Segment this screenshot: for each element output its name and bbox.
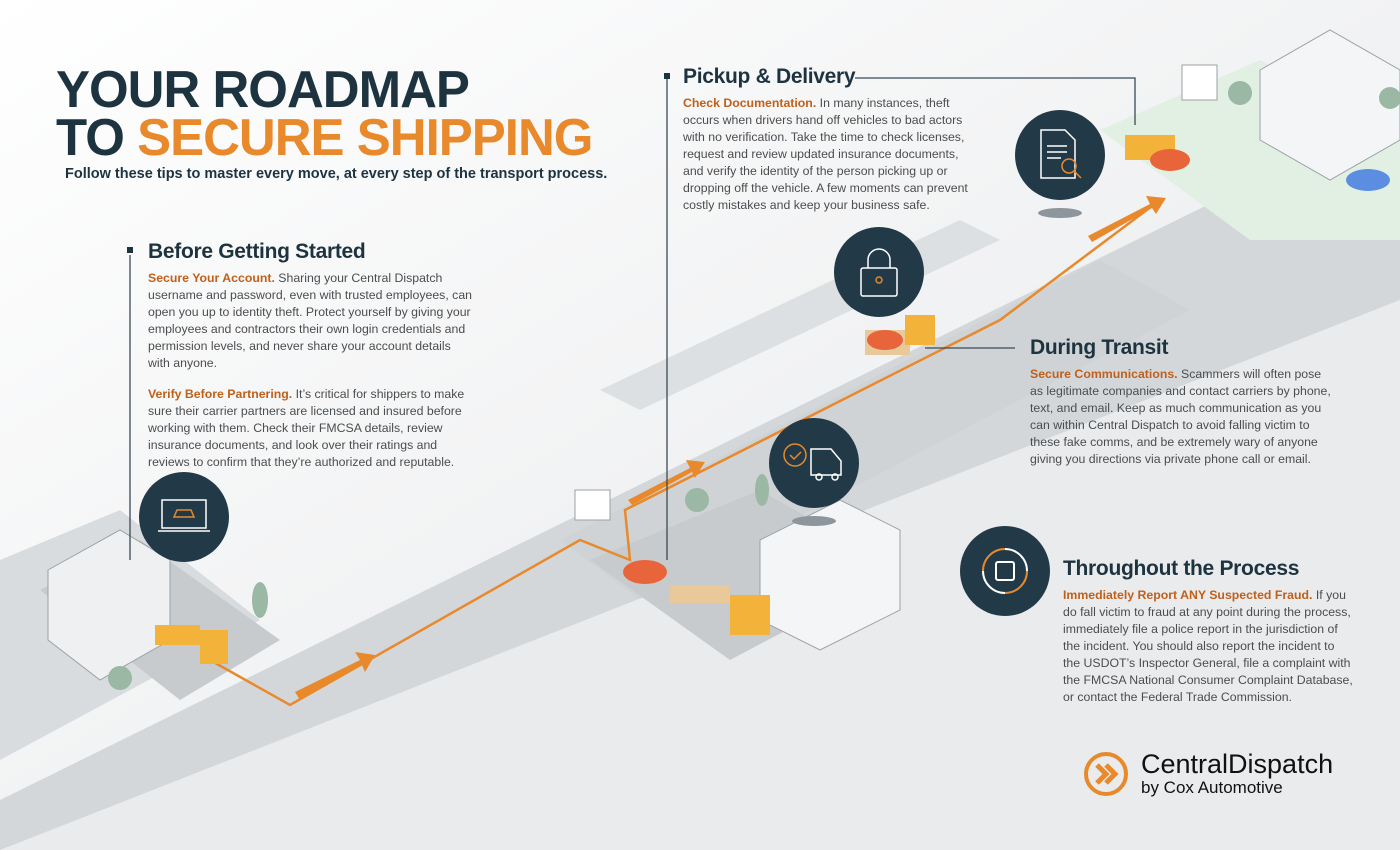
chevron-logo-icon	[1084, 752, 1128, 796]
bullet-marker	[127, 247, 133, 253]
route-line	[209, 199, 1161, 707]
truck-icon	[155, 625, 228, 664]
section-during-transit: During Transit Secure Communications. Sc…	[1030, 336, 1335, 482]
billboard	[1181, 64, 1218, 101]
section-heading: Before Getting Started	[148, 240, 366, 263]
bullet-marker	[664, 73, 670, 79]
logo-name: CentralDispatch	[1141, 749, 1334, 779]
car-icon	[1346, 169, 1390, 191]
page-title: YOUR ROADMAP TO SECURE SHIPPING	[56, 61, 593, 164]
tip: Verify Before Partnering. It’s critical …	[148, 386, 476, 471]
tip-label: Check Documentation.	[683, 96, 817, 110]
truck-check-icon	[769, 418, 859, 508]
section-throughout-process: Throughout the Process Immediately Repor…	[1063, 557, 1353, 720]
tip-text: Sharing your Central Dispatch username a…	[148, 271, 472, 370]
truck-icon	[623, 560, 770, 635]
logo-tagline: by Cox Automotive	[1141, 778, 1283, 797]
central-dispatch-logo: CentralDispatch by Cox Automotive	[1083, 750, 1333, 798]
tip-label: Immediately Report ANY Suspected Fraud.	[1063, 588, 1313, 602]
section-heading: During Transit	[1030, 336, 1169, 359]
tip-label: Secure Communications.	[1030, 367, 1178, 381]
title-line-1: YOUR ROADMAP	[56, 61, 470, 119]
tree	[1228, 81, 1252, 105]
tip: Immediately Report ANY Suspected Fraud. …	[1063, 587, 1353, 706]
tree	[685, 488, 709, 512]
section-heading: Pickup & Delivery	[683, 65, 856, 88]
route-arrow	[295, 652, 375, 700]
tree	[108, 666, 132, 690]
tip: Check Documentation. In many instances, …	[683, 95, 975, 214]
section-pickup-delivery: Pickup & Delivery Check Documentation. I…	[683, 65, 975, 228]
building-right	[1259, 29, 1400, 181]
tip-label: Verify Before Partnering.	[148, 387, 293, 401]
tip-text: Scammers will often pose as legitimate c…	[1030, 367, 1331, 466]
tip-label: Secure Your Account.	[148, 271, 275, 285]
billboard	[574, 489, 611, 521]
route-arrow	[1088, 196, 1166, 242]
subtitle: Follow these tips to master every move, …	[65, 166, 608, 182]
cycle-truck-icon	[960, 526, 1050, 616]
title-accent: SECURE SHIPPING	[137, 109, 593, 167]
section-heading: Throughout the Process	[1063, 557, 1300, 580]
title-line-2: TO SECURE SHIPPING	[56, 112, 593, 164]
title-prefix: TO	[56, 109, 138, 167]
tip: Secure Your Account. Sharing your Centra…	[148, 270, 476, 372]
section-before-getting-started: Before Getting Started Secure Your Accou…	[148, 240, 476, 485]
tip-text: In many instances, theft occurs when dri…	[683, 96, 968, 212]
truck-icon	[1125, 135, 1190, 171]
tip-text: If you do fall victim to fraud at any po…	[1063, 588, 1353, 704]
tree	[1379, 87, 1400, 109]
truck-icon	[865, 315, 935, 355]
laptop-car-icon	[139, 472, 229, 562]
document-search-icon	[1015, 110, 1105, 200]
padlock-icon	[834, 227, 924, 317]
tip-text: It’s critical for shippers to make sure …	[148, 387, 465, 469]
tip: Secure Communications. Scammers will oft…	[1030, 366, 1335, 468]
